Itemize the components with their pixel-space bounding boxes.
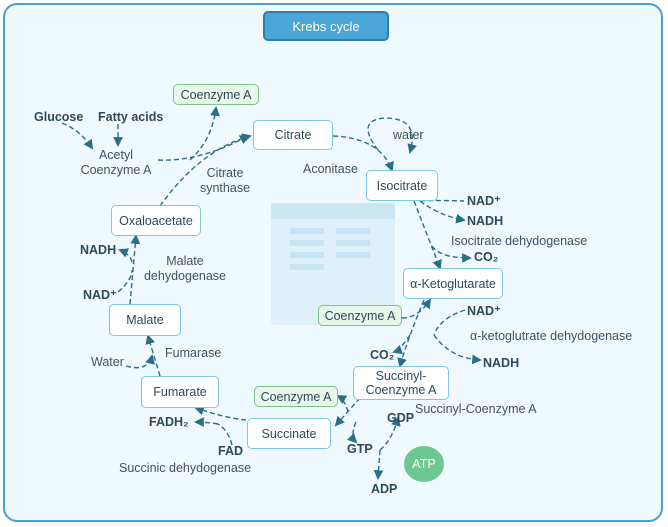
- water-top-label: water: [393, 128, 424, 142]
- aconitase-label: Aconitase: [303, 162, 358, 176]
- succinyl-coa-line2: Coenzyme A: [365, 383, 437, 397]
- fatty-acids-label: Fatty acids: [98, 110, 164, 124]
- succinyl-coa-synthetase-label: Succinyl-Coenzyme A: [415, 402, 537, 416]
- glucose-label: Glucose: [34, 110, 84, 124]
- succinyl-coa-node: Succinyl- Coenzyme A: [353, 366, 449, 400]
- fumarate-node: Fumarate: [141, 376, 219, 408]
- acetyl-coa-line2: Coenzyme A: [80, 163, 152, 177]
- alpha-ketoglutarate-dehydrogenase-label: α-ketoglutrate dehydogenase: [470, 329, 633, 343]
- citrate-synthase-line1: Citrate: [206, 166, 244, 180]
- nadh-alpha-label: NADH: [483, 356, 520, 370]
- malate-node: Malate: [109, 304, 181, 336]
- nad-alpha-label: NAD⁺: [467, 304, 501, 318]
- oxaloacetate-node: Oxaloacetate: [111, 205, 201, 236]
- acetyl-coa-line1: Acetyl: [98, 148, 134, 162]
- succinate-node: Succinate: [247, 418, 331, 449]
- citrate-node: Citrate: [253, 120, 333, 150]
- isocitrate-dehydrogenase-label: Isocitrate dehydogenase: [451, 234, 588, 248]
- citrate-synthase-line2: synthase: [199, 181, 251, 195]
- gtp-label: GTP: [347, 442, 373, 456]
- alpha-ketoglutarate-node: α-Ketoglutarate: [403, 268, 503, 299]
- citrate-synthase-label: Citrate synthase: [190, 166, 260, 196]
- coenzyme-a-box-alpha: Coenzyme A: [318, 305, 402, 326]
- malate-dehydrogenase-label: Malate dehydogenase: [140, 254, 230, 284]
- succinyl-coa-line1: Succinyl-: [375, 369, 427, 383]
- fadh2-label: FADH₂: [149, 415, 189, 429]
- coenzyme-a-box-succinate: Coenzyme A: [254, 386, 338, 407]
- atp-circle: ATP: [404, 446, 444, 482]
- gdp-label: GDP: [387, 411, 415, 425]
- acetyl-coa-label: Acetyl Coenzyme A: [76, 148, 156, 178]
- malate-dehydrogenase-line1: Malate: [166, 254, 204, 268]
- co2-alpha-label: CO₂: [370, 348, 395, 362]
- malate-dehydrogenase-line2: dehydogenase: [143, 269, 227, 283]
- nad-isocitrate-label: NAD⁺: [467, 194, 501, 208]
- co2-isocitrate-label: CO₂: [474, 250, 499, 264]
- succinic-dehydrogenase-label: Succinic dehydogenase: [119, 461, 252, 475]
- nadh-malate-label: NADH: [80, 243, 117, 257]
- isocitrate-node: Isocitrate: [366, 170, 438, 201]
- water-left-label: Water: [91, 355, 124, 369]
- nad-malate-label: NAD⁺: [83, 288, 117, 302]
- adp-label: ADP: [371, 482, 398, 496]
- nadh-isocitrate-label: NADH: [467, 214, 504, 228]
- coenzyme-a-box-top: Coenzyme A: [173, 84, 259, 105]
- diagram-title: Krebs cycle: [263, 11, 389, 41]
- fumarase-label: Fumarase: [165, 346, 222, 360]
- fad-label: FAD: [218, 444, 243, 458]
